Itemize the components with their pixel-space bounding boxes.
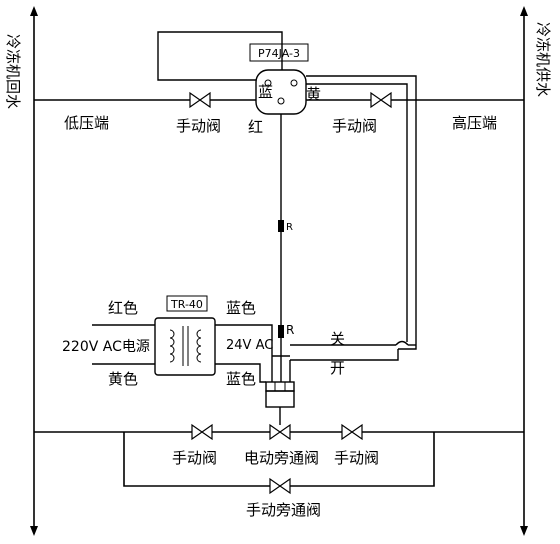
signal-wire-right-outer: [306, 75, 417, 350]
relay-r2-marker: [278, 325, 284, 338]
relay-r1-marker: [278, 220, 284, 232]
transformer-model-label: TR-40: [170, 298, 203, 311]
secondary-wire-top: [215, 324, 273, 356]
voltage-out-label: 24V AC: [226, 338, 273, 353]
controller-model-label: P74JA-3: [258, 47, 300, 60]
supply-arrow-bottom-icon: [520, 526, 528, 536]
blue-wire-bottom-label: 蓝色: [226, 370, 256, 388]
controller-terminal-left: [264, 79, 272, 87]
voltage-in-label: 220V AC电源: [62, 339, 150, 355]
low-pressure-label: 低压端: [64, 114, 109, 132]
return-arrow-bottom-icon: [30, 526, 38, 536]
bottom-manual-valve-left-label: 手动阀: [172, 449, 217, 467]
controller-model-box: [249, 43, 309, 62]
high-pressure-label: 高压端: [452, 114, 497, 132]
bottom-manual-valve-left-icon: [191, 423, 213, 441]
yellow-wire-label: 黄色: [108, 370, 138, 388]
controller-terminal-right: [290, 79, 298, 87]
return-arrow-top-icon: [30, 6, 38, 16]
supply-arrow-top-icon: [520, 6, 528, 16]
transformer-secondary-coil-icon: [196, 329, 202, 363]
switch-off-label: 关: [330, 330, 345, 348]
bypass-loop-pipe-right: [290, 432, 435, 487]
manual-bypass-valve-icon: [269, 477, 291, 495]
blue-wire-top-label: 蓝色: [226, 299, 256, 317]
red-wire-label: 红色: [108, 299, 138, 317]
wire-blue-label: 蓝: [258, 83, 273, 101]
actuator-head: [265, 381, 295, 392]
transformer-primary-coil-icon: [169, 329, 175, 363]
actuator-body: [265, 390, 295, 408]
bottom-manual-valve-right-icon: [341, 423, 363, 441]
wire-yellow-label: 黄: [306, 85, 321, 103]
manual-valve-right-label: 手动阀: [332, 117, 377, 135]
relay-r2-label: R: [286, 323, 294, 337]
manual-valve-right-icon: [370, 91, 392, 109]
relay-r1-label: R: [286, 222, 293, 233]
transformer-model-box: [166, 295, 208, 312]
supply-water-label: 冷冻机供水: [534, 22, 552, 97]
controller-terminal-bottom: [277, 97, 285, 105]
motorized-bypass-valve-icon: [269, 423, 291, 441]
signal-wire-right: [306, 83, 408, 342]
bottom-manual-valve-right-label: 手动阀: [334, 449, 379, 467]
capillary-line: [157, 31, 283, 81]
switch-on-wire: [290, 349, 399, 361]
transformer-body: [154, 317, 216, 376]
manual-valve-left-icon: [189, 91, 211, 109]
switch-off-wire-hop: [395, 340, 409, 346]
wire-red-label: 红: [248, 118, 263, 136]
secondary-wire-bottom: [215, 363, 266, 383]
bypass-loop-pipe-left: [123, 432, 270, 487]
manual-bypass-label: 手动旁通阀: [246, 501, 321, 519]
switch-on-label: 开: [330, 359, 345, 377]
manual-valve-left-label: 手动阀: [176, 117, 221, 135]
motorized-bypass-label: 电动旁通阀: [244, 449, 319, 467]
return-water-label: 冷冻机回水: [4, 34, 22, 109]
